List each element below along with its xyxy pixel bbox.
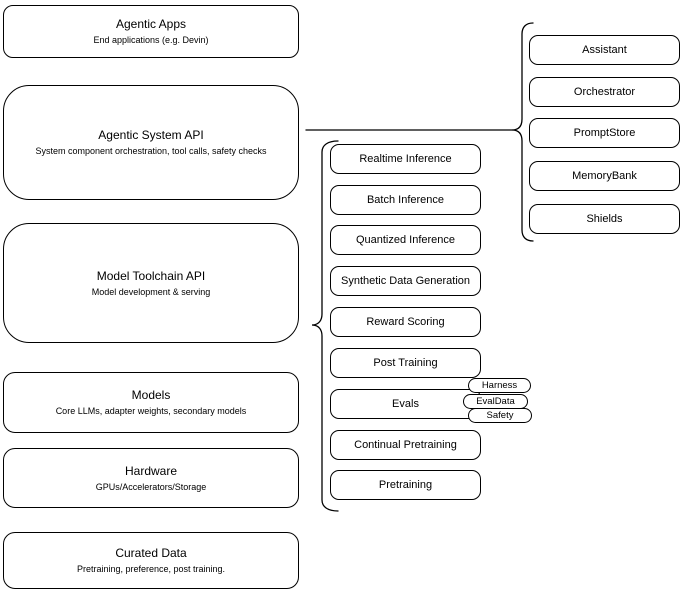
node-evals: Evals: [330, 389, 481, 419]
node-title: Agentic Apps: [115, 17, 187, 31]
node-quantized-inference: Quantized Inference: [330, 225, 481, 255]
tag-evaldata: EvalData: [463, 394, 528, 409]
node-agentic-apps: Agentic Apps End applications (e.g. Devi…: [3, 5, 299, 58]
node-subtitle: System component orchestration, tool cal…: [35, 146, 267, 156]
node-title: Curated Data: [115, 546, 187, 560]
node-memorybank: MemoryBank: [529, 161, 680, 191]
node-agentic-system-api: Agentic System API System component orch…: [3, 85, 299, 200]
node-subtitle: End applications (e.g. Devin): [93, 35, 209, 45]
node-pretraining: Pretraining: [330, 470, 481, 500]
node-orchestrator: Orchestrator: [529, 77, 680, 107]
node-hardware: Hardware GPUs/Accelerators/Storage: [3, 448, 299, 508]
node-title: Agentic System API: [98, 128, 204, 142]
node-promptstore: PromptStore: [529, 118, 680, 148]
node-subtitle: Pretraining, preference, post training.: [76, 564, 226, 574]
node-subtitle: GPUs/Accelerators/Storage: [95, 481, 207, 492]
tag-harness: Harness: [468, 378, 531, 393]
node-curated-data: Curated Data Pretraining, preference, po…: [3, 532, 299, 589]
node-title: Models: [131, 388, 171, 402]
node-batch-inference: Batch Inference: [330, 185, 481, 215]
node-realtime-inference: Realtime Inference: [330, 144, 481, 174]
node-title: Model Toolchain API: [96, 268, 206, 283]
tag-safety: Safety: [468, 408, 532, 423]
node-assistant: Assistant: [529, 35, 680, 65]
node-model-toolchain-api: Model Toolchain API Model development & …: [3, 223, 299, 343]
node-subtitle: Core LLMs, adapter weights, secondary mo…: [55, 406, 247, 416]
node-post-training: Post Training: [330, 348, 481, 378]
node-shields: Shields: [529, 204, 680, 234]
node-title: Hardware: [124, 463, 178, 478]
node-synthetic-data-generation: Synthetic Data Generation: [330, 266, 481, 296]
node-continual-pretraining: Continual Pretraining: [330, 430, 481, 460]
node-reward-scoring: Reward Scoring: [330, 307, 481, 337]
node-subtitle: Model development & serving: [91, 286, 211, 297]
node-models: Models Core LLMs, adapter weights, secon…: [3, 372, 299, 433]
